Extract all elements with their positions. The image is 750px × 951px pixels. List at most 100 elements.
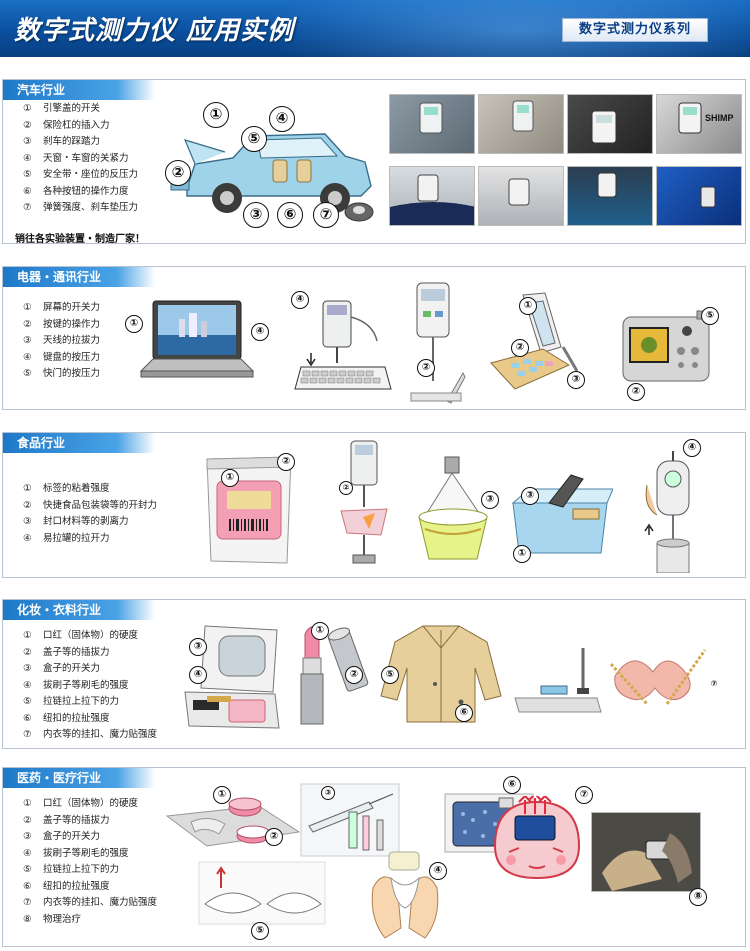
callout-marker: ② xyxy=(511,339,529,357)
callout-marker: ② xyxy=(345,666,363,684)
callout-marker: ① xyxy=(513,545,531,563)
force-gauge-stand-illustration xyxy=(407,281,469,405)
callout-marker: ④ xyxy=(189,666,207,684)
callout-marker: ⑥ xyxy=(503,776,521,794)
section-title: 汽车行业 xyxy=(3,80,155,100)
callout-marker: ① xyxy=(203,102,229,128)
callout-marker: ① xyxy=(213,786,231,804)
laptop-illustration xyxy=(139,299,255,385)
photo-physical-therapy xyxy=(591,812,701,892)
callout-marker: ⑤ xyxy=(381,666,399,684)
section-title: 化妆・衣料行业 xyxy=(3,600,155,620)
lingerie-illustration xyxy=(607,638,711,720)
callout-marker: ⑤ xyxy=(241,126,267,152)
photo-seat-test xyxy=(478,94,564,154)
section-title: 食品行业 xyxy=(3,433,155,453)
lipstick-illustration xyxy=(293,620,377,728)
callout-marker: ② xyxy=(277,453,295,471)
photo-hood-test xyxy=(389,166,475,226)
package-open-test-illustration xyxy=(333,437,395,575)
callout-marker: ⑦ xyxy=(313,202,339,228)
series-badge: 数字式测力仪系列 xyxy=(562,18,708,42)
brand-text: SHIMP xyxy=(705,113,734,123)
callout-marker: ③ xyxy=(521,487,539,505)
cup-noodle-peel-illustration xyxy=(413,455,493,565)
callout-marker: ② xyxy=(265,828,283,846)
callout-marker: ① xyxy=(311,622,329,640)
hands-bandage-illustration xyxy=(363,848,447,942)
section-title: 医药・医疗行业 xyxy=(3,768,155,788)
mask-test-illustration xyxy=(197,860,327,930)
compact-case-illustration xyxy=(181,622,285,732)
tray-seal-illustration xyxy=(509,473,614,559)
food-bag-illustration xyxy=(201,453,297,565)
callout-marker: ③ xyxy=(189,638,207,656)
baby-face-illustration xyxy=(489,792,583,880)
sales-slogan: 销往各实验装置・制造厂家！ xyxy=(15,234,145,245)
callout-marker: ① xyxy=(519,297,537,315)
callout-marker: ② xyxy=(627,383,645,401)
callout-marker: ① xyxy=(125,315,143,333)
photo-door-test xyxy=(389,94,475,154)
button-pull-test-illustration xyxy=(511,648,603,720)
callout-marker: ③ xyxy=(567,371,585,389)
page-title: 数字式测力仪 应用实例 xyxy=(14,16,295,46)
callout-marker: ⑤ xyxy=(251,922,269,940)
keyboard-test-illustration xyxy=(281,297,397,405)
jacket-illustration xyxy=(379,622,503,726)
callout-marker: ③ xyxy=(243,202,269,228)
pill-packs-illustration xyxy=(163,786,303,856)
callout-marker: ⑥ xyxy=(277,202,303,228)
syringe-test-illustration xyxy=(299,782,401,858)
section-title: 电器・通讯行业 xyxy=(3,267,155,287)
callout-marker: ⑦ xyxy=(575,786,593,804)
callout-marker: ④ xyxy=(251,323,269,341)
callout-marker: ⑥ xyxy=(455,704,473,722)
photo-interior-test xyxy=(567,166,653,226)
page-header: 数字式测力仪 应用实例 数字式测力仪系列 xyxy=(0,0,750,57)
photo-seat-blue xyxy=(656,166,742,226)
callout-marker: ⑤ xyxy=(701,307,719,325)
callout-marker: ④ xyxy=(429,862,447,880)
camera-illustration xyxy=(619,307,719,389)
callout-marker: ④ xyxy=(291,291,309,309)
callout-marker: ③ xyxy=(321,786,335,800)
can-pull-illustration xyxy=(643,451,711,574)
photo-brand-tester: SHIMP xyxy=(656,94,742,154)
callout-marker: ⑧ xyxy=(689,888,707,906)
